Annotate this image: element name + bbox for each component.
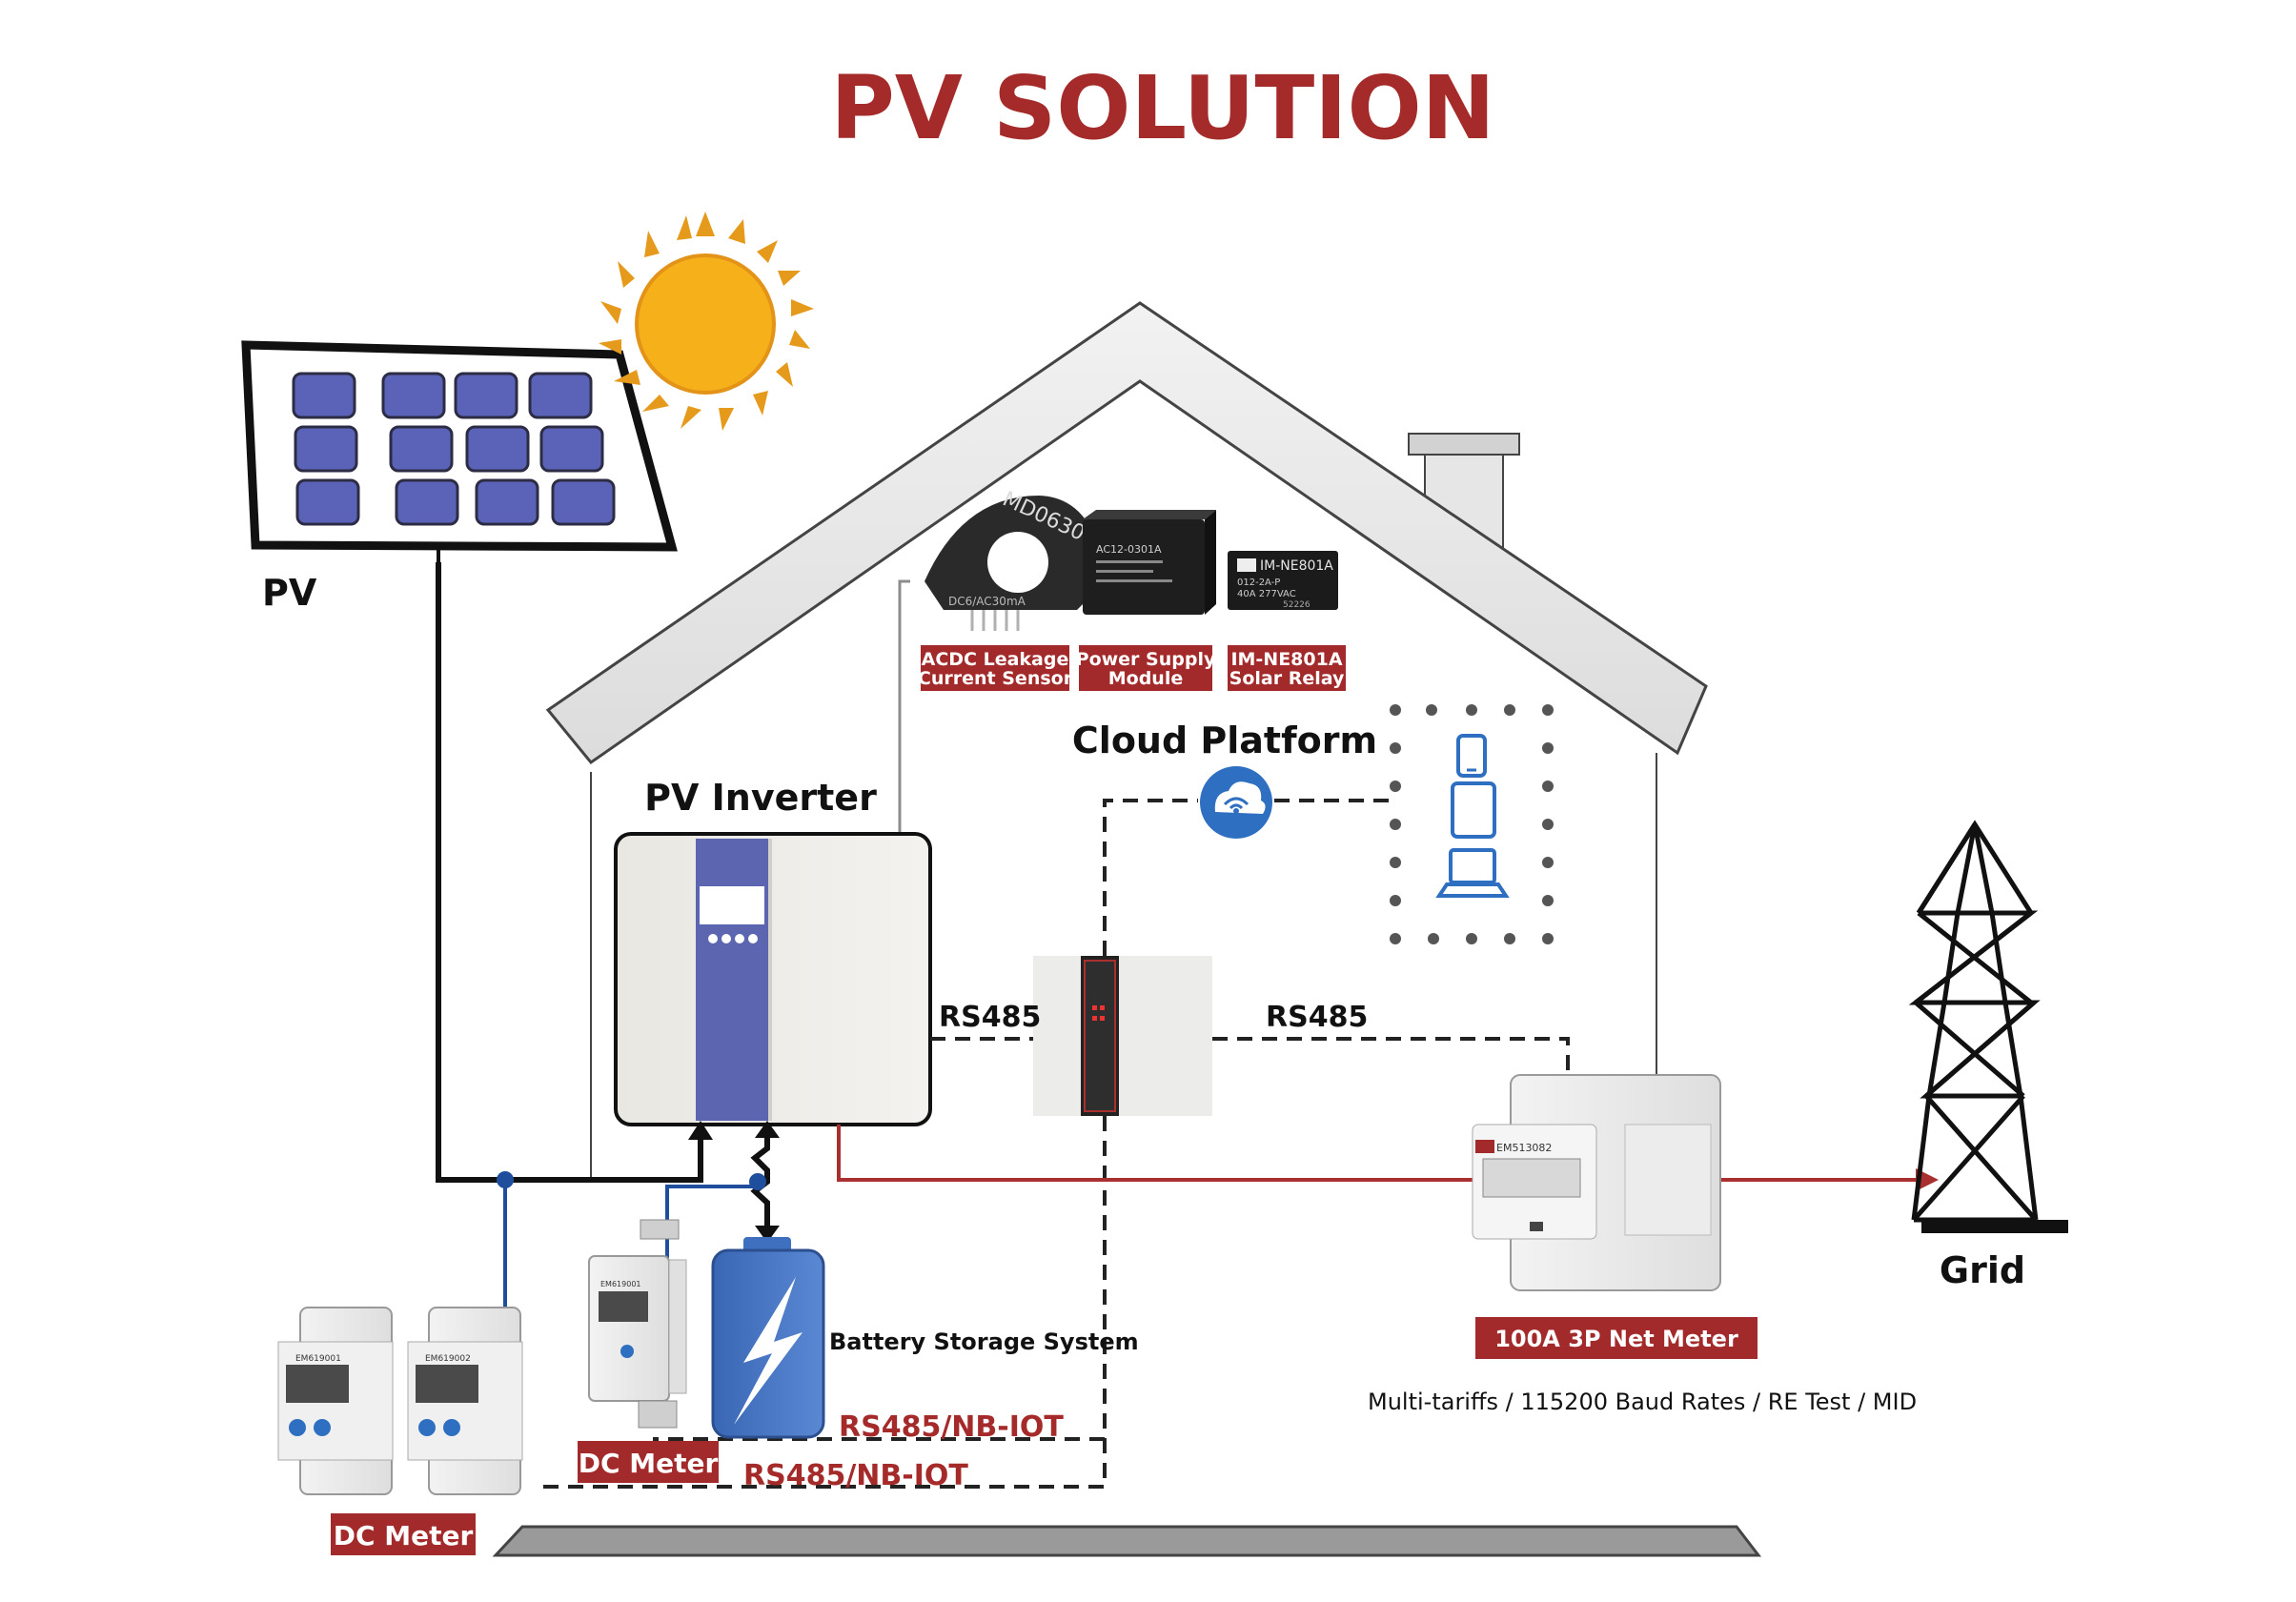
battery-power-line — [750, 1125, 770, 1237]
ac-grid-line — [837, 1125, 1916, 1182]
svg-text:Power Supply: Power Supply — [1076, 649, 1216, 670]
badge-dc-meter-large: DC Meter — [331, 1513, 476, 1555]
svg-text:100A 3P Net Meter: 100A 3P Net Meter — [1494, 1326, 1738, 1352]
sensor-lead — [898, 579, 910, 884]
house — [545, 301, 1708, 1182]
cloud-wifi-icon — [1200, 766, 1272, 839]
rs485-nbiot-upper-label: RS485/NB-IOT — [839, 1410, 1064, 1444]
svg-text:EM513082: EM513082 — [1496, 1142, 1552, 1154]
roof — [545, 301, 1708, 765]
svg-text:Current Sensor: Current Sensor — [918, 668, 1073, 689]
ground — [492, 1525, 1762, 1557]
badge-leakage-sensor: ACDC Leakage Current Sensor — [918, 645, 1073, 691]
svg-text:IM-NE801A: IM-NE801A — [1230, 649, 1342, 670]
net-meter: EM513082 — [1472, 1074, 1721, 1291]
svg-text:EM619001: EM619001 — [600, 1280, 641, 1288]
battery-storage-label: Battery Storage System — [829, 1328, 1139, 1355]
cloud-platform-label: Cloud Platform — [1072, 720, 1377, 761]
sun-icon — [599, 212, 814, 431]
rs485-label-right: RS485 — [1266, 1001, 1368, 1034]
svg-text:DC Meter: DC Meter — [334, 1520, 474, 1551]
laptop-icon — [1435, 848, 1510, 898]
dc-meter-pair: EM619001 EM619002 — [277, 1307, 523, 1495]
page-title: PV SOLUTION — [830, 57, 1494, 159]
svg-text:AC12-0301A: AC12-0301A — [1096, 543, 1162, 556]
pv-inverter — [614, 832, 932, 1126]
svg-text:DC Meter: DC Meter — [579, 1448, 719, 1479]
svg-text:012-2A-P: 012-2A-P — [1237, 578, 1280, 588]
net-meter-features: Multi-tariffs / 115200 Baud Rates / RE T… — [1368, 1389, 1917, 1415]
svg-text:Module: Module — [1108, 668, 1184, 689]
comm-gateway — [1033, 956, 1212, 1116]
transmission-tower-icon — [1908, 820, 2041, 1223]
svg-text:52226: 52226 — [1283, 600, 1311, 610]
svg-text:EM619002: EM619002 — [425, 1354, 471, 1364]
comm-lines — [534, 799, 1570, 1489]
svg-text:ACDC Leakage: ACDC Leakage — [922, 649, 1069, 670]
svg-text:40A 277VAC: 40A 277VAC — [1237, 589, 1296, 599]
power-supply-module: AC12-0301A — [1083, 510, 1216, 615]
tablet-icon — [1451, 781, 1496, 839]
devices-dotted-frame — [1390, 704, 1554, 944]
svg-text:IM-NE801A: IM-NE801A — [1260, 558, 1333, 574]
svg-text:Solar Relay: Solar Relay — [1229, 668, 1345, 689]
solar-panel — [241, 340, 678, 562]
grid-label: Grid — [1940, 1249, 2025, 1291]
badge-net-meter: 100A 3P Net Meter — [1475, 1317, 1758, 1359]
dc-meter-small: EM619001 — [588, 1219, 687, 1429]
pv-label: PV — [262, 572, 317, 614]
battery-icon — [711, 1237, 825, 1439]
badge-solar-relay: IM-NE801A Solar Relay — [1228, 645, 1346, 691]
phone-icon — [1456, 734, 1487, 778]
pv-power-line — [436, 562, 703, 1183]
rs485-nbiot-lower-label: RS485/NB-IOT — [743, 1459, 968, 1492]
tower-base — [1921, 1220, 2068, 1233]
svg-text:DC6/AC30mA: DC6/AC30mA — [948, 595, 1026, 608]
badge-power-supply: Power Supply Module — [1076, 645, 1216, 691]
rs485-label-left: RS485 — [939, 1001, 1041, 1034]
pv-inverter-label: PV Inverter — [644, 777, 877, 819]
badge-dc-meter-small: DC Meter — [578, 1441, 719, 1483]
svg-text:EM619001: EM619001 — [295, 1354, 341, 1364]
solar-relay: IM-NE801A 012-2A-P 40A 277VAC 52226 — [1228, 551, 1338, 610]
